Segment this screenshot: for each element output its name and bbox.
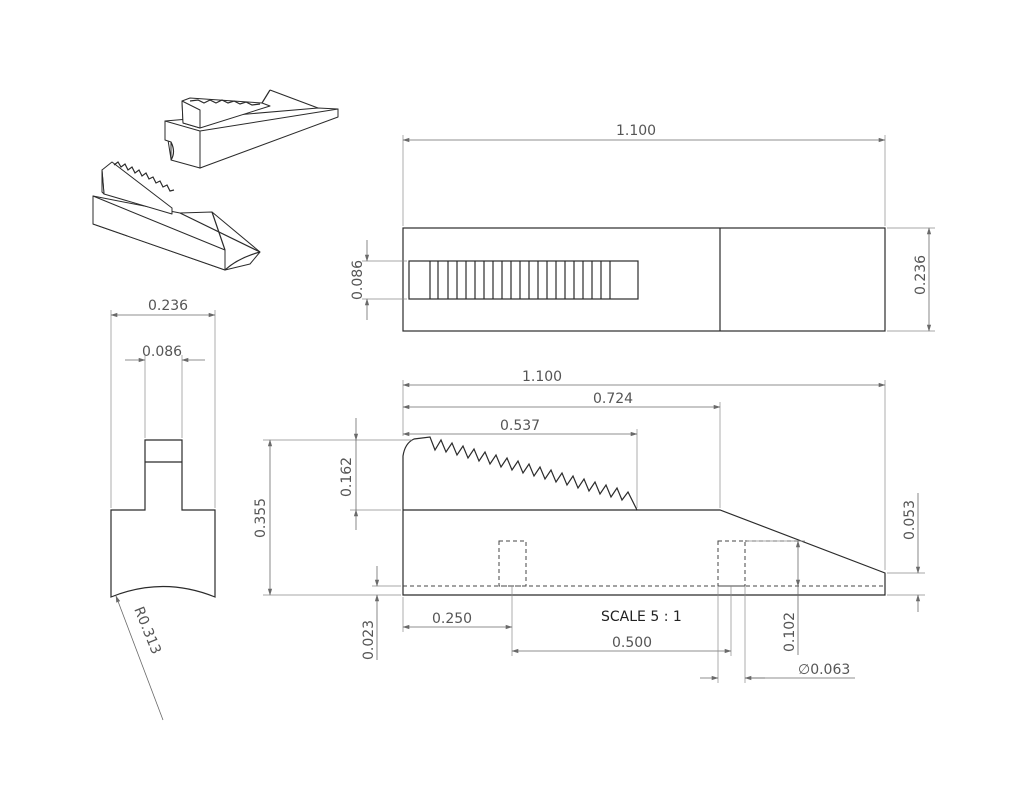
top-width-dimension: 0.236 [913, 255, 929, 295]
top-view-teeth [429, 261, 611, 299]
side-base-thickness-dimension: 0.023 [361, 620, 377, 660]
pin-offset-dimension: 0.250 [432, 611, 472, 627]
end-width-dimension: 0.236 [148, 298, 188, 314]
top-slot-dimension: 0.086 [350, 260, 366, 300]
side-total-height-dimension: 0.355 [253, 498, 269, 538]
pin-diameter-dimension: ∅0.063 [798, 662, 850, 678]
pin-spacing-dimension: 0.500 [612, 635, 652, 651]
isometric-view-lower [92, 161, 261, 271]
end-view: 0.236 0.086 R0.313 [110, 298, 216, 721]
isometric-view-upper [164, 89, 339, 169]
side-view: 1.100 0.724 0.537 0.162 0.355 0.053 0.02… [253, 369, 925, 683]
side-flat-length-dimension: 0.724 [593, 391, 633, 407]
top-length-dimension: 1.100 [616, 123, 656, 139]
side-length-dimension: 1.100 [522, 369, 562, 385]
side-teeth-length-dimension: 0.537 [500, 418, 540, 434]
top-view: 1.100 0.086 0.236 [350, 123, 935, 332]
side-tip-height-dimension: 0.053 [902, 500, 918, 540]
end-slot-dimension: 0.086 [142, 344, 182, 360]
end-radius-dimension: R0.313 [130, 605, 163, 657]
scale-label: SCALE 5 : 1 [601, 609, 682, 625]
side-teeth-height-dimension: 0.162 [339, 457, 355, 497]
pin-height-dimension: 0.102 [782, 612, 798, 652]
